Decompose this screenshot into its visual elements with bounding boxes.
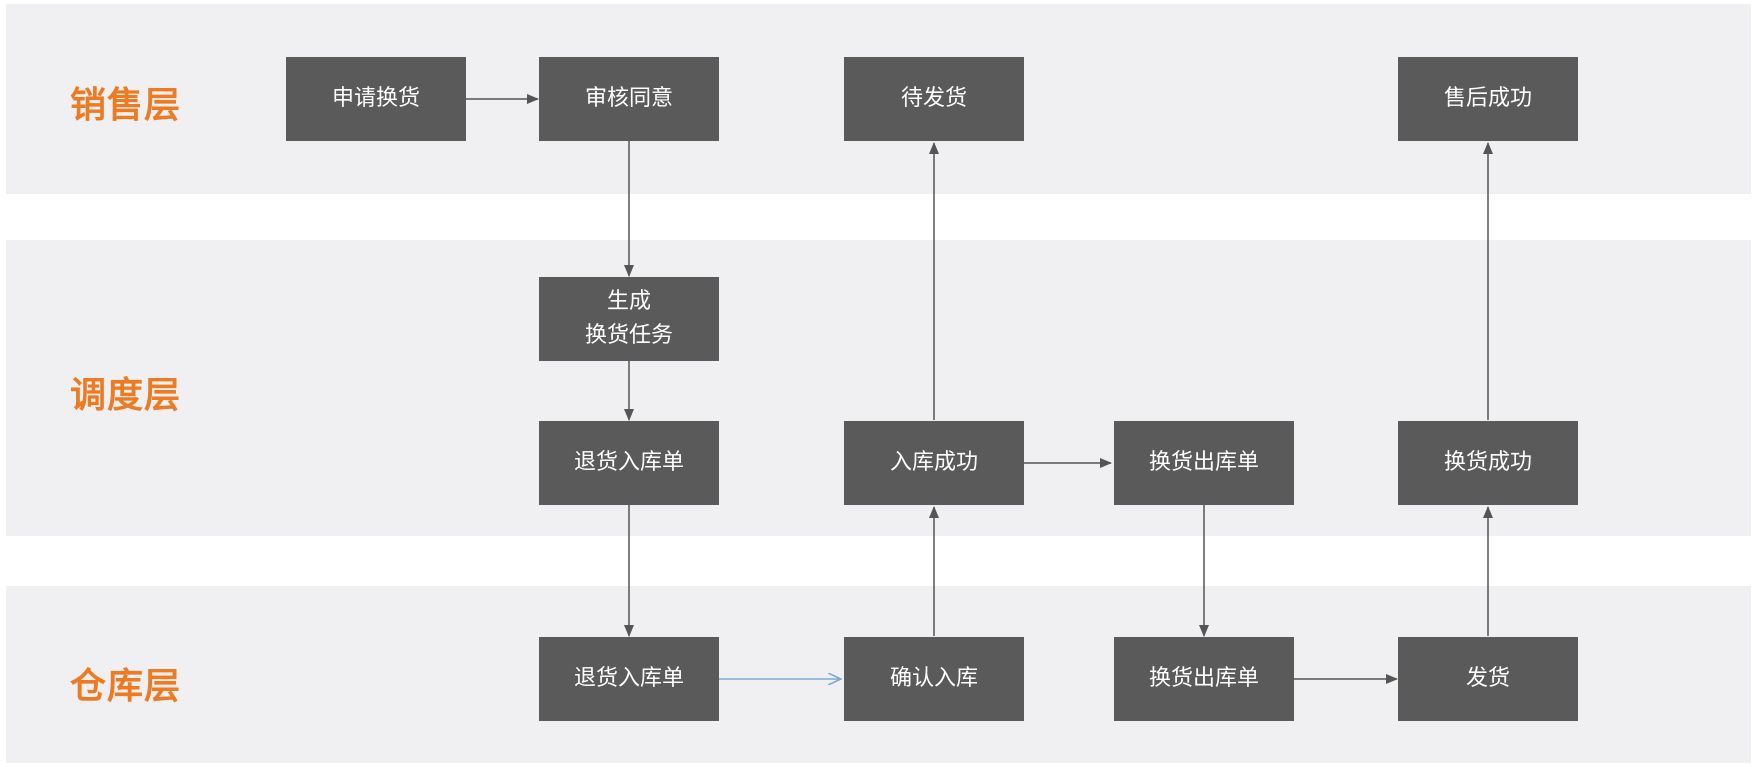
node-review-approve[interactable]: 审核同意 xyxy=(539,57,719,141)
node-pending-shipment-label: 待发货 xyxy=(900,86,967,111)
node-apply-exchange[interactable]: 申请换货 xyxy=(286,57,466,141)
node-exchange-success-label: 换货成功 xyxy=(1443,450,1532,475)
warehouse-lane-label: 仓库层 xyxy=(70,666,182,707)
node-inbound-success-label: 入库成功 xyxy=(889,450,978,475)
node-after-sales-success[interactable]: 售后成功 xyxy=(1398,57,1578,141)
node-confirm-inbound-label: 确认入库 xyxy=(889,666,978,691)
node-ship[interactable]: 发货 xyxy=(1398,637,1578,721)
node-generate-exchange-task[interactable]: 生成 换货任务 xyxy=(539,277,719,361)
node-ship-label: 发货 xyxy=(1465,666,1510,691)
node-warehouse-exchange-outbound-order[interactable]: 换货出库单 xyxy=(1114,637,1294,721)
node-apply-exchange-label: 申请换货 xyxy=(331,86,420,111)
node-dispatch-exchange-outbound-order[interactable]: 换货出库单 xyxy=(1114,421,1294,505)
sales-lane-label: 销售层 xyxy=(70,85,182,126)
node-generate-exchange-task-line2: 换货任务 xyxy=(584,323,673,348)
node-warehouse-return-inbound-order-label: 退货入库单 xyxy=(573,666,684,691)
node-warehouse-exchange-outbound-order-label: 换货出库单 xyxy=(1148,666,1259,691)
node-pending-shipment[interactable]: 待发货 xyxy=(844,57,1024,141)
node-warehouse-return-inbound-order[interactable]: 退货入库单 xyxy=(539,637,719,721)
node-generate-exchange-task-line1: 生成 xyxy=(606,289,651,314)
node-exchange-success[interactable]: 换货成功 xyxy=(1398,421,1578,505)
node-dispatch-exchange-outbound-order-label: 换货出库单 xyxy=(1148,450,1259,475)
node-inbound-success[interactable]: 入库成功 xyxy=(844,421,1024,505)
node-confirm-inbound[interactable]: 确认入库 xyxy=(844,637,1024,721)
node-dispatch-return-inbound-order-label: 退货入库单 xyxy=(573,450,684,475)
dispatch-lane-label: 调度层 xyxy=(70,375,182,416)
node-dispatch-return-inbound-order[interactable]: 退货入库单 xyxy=(539,421,719,505)
node-review-approve-label: 审核同意 xyxy=(584,86,673,111)
node-after-sales-success-label: 售后成功 xyxy=(1443,86,1532,111)
